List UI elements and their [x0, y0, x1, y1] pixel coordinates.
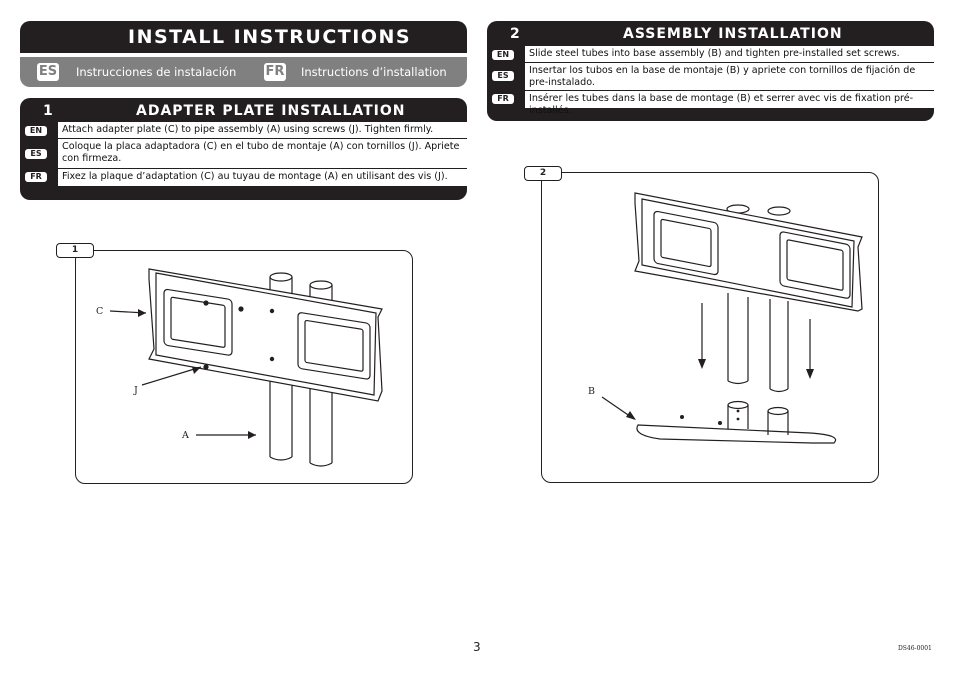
es-badge: ES	[25, 149, 47, 159]
step2-number: 2	[510, 26, 520, 42]
es-language-badge: ES	[37, 63, 59, 81]
page-number: 3	[473, 640, 481, 654]
fr-badge: FR	[492, 94, 514, 104]
figure2-tag: 2	[524, 166, 562, 181]
es-title-label: Instrucciones de instalación	[76, 65, 237, 79]
step1-section: 1 ADAPTER PLATE INSTALLATION EN ES FR At…	[20, 98, 467, 200]
assembly-diagram	[601, 192, 863, 444]
document-code: DS46-0001	[898, 645, 932, 652]
install-instructions-header: INSTALL INSTRUCTIONS	[20, 21, 467, 53]
en-badge: EN	[492, 50, 514, 60]
step1-fr-text: Fixez la plaque d’adaptation (C) au tuya…	[58, 169, 467, 187]
figure1-frame: C J A	[75, 250, 413, 484]
step2-es-text: Insertar los tubos en la base de montaje…	[525, 63, 934, 91]
label-j: J	[134, 385, 138, 396]
fr-title-label: Instructions d’installation	[301, 65, 447, 79]
step1-title: ADAPTER PLATE INSTALLATION	[136, 103, 406, 119]
step1-number: 1	[43, 103, 53, 119]
step2-title: ASSEMBLY INSTALLATION	[623, 26, 843, 42]
figure1-tag: 1	[56, 243, 94, 258]
fr-language-badge: FR	[264, 63, 286, 81]
fr-badge: FR	[25, 172, 47, 182]
label-a: A	[182, 430, 189, 441]
label-c: C	[96, 306, 104, 317]
language-bar: ES Instrucciones de instalación FR Instr…	[20, 57, 467, 87]
es-badge: ES	[492, 71, 514, 81]
figure2-frame: B	[541, 172, 879, 483]
adapter-plate-diagram	[109, 268, 383, 467]
step2-en-text: Slide steel tubes into base assembly (B)…	[525, 46, 934, 63]
step2-fr-text: Insérer les tubes dans la base de montag…	[525, 91, 934, 116]
step1-en-text: Attach adapter plate (C) to pipe assembl…	[58, 122, 467, 139]
step2-section: 2 ASSEMBLY INSTALLATION EN ES FR Slide s…	[487, 21, 934, 121]
en-badge: EN	[25, 126, 47, 136]
label-b: B	[588, 386, 595, 397]
page-title: INSTALL INSTRUCTIONS	[128, 26, 412, 48]
step1-es-text: Coloque la placa adaptadora (C) en el tu…	[58, 139, 467, 169]
